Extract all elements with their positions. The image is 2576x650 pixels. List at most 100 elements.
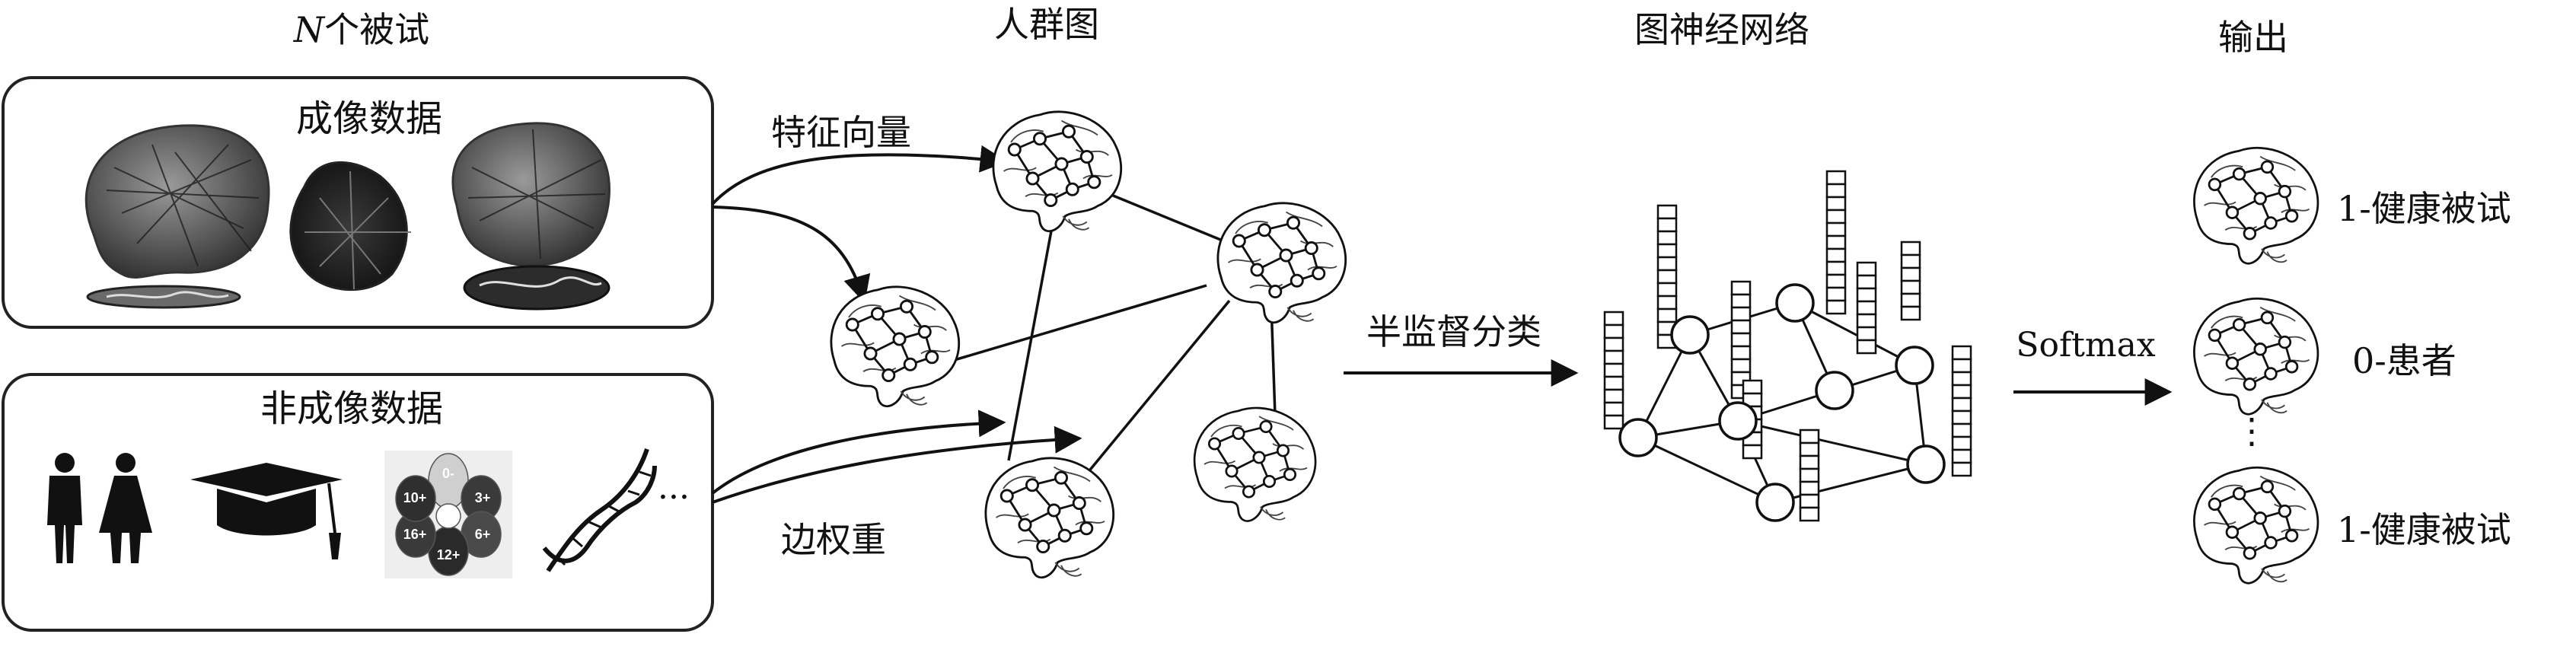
feature-cell: [1730, 306, 1752, 322]
pop-edge-3: [936, 284, 1207, 367]
feature-cell: [1951, 409, 1972, 425]
feature-cell: [1900, 305, 1921, 321]
feature-cell: [1856, 339, 1877, 355]
brain-render-side-left: [84, 124, 270, 309]
output-brain-2: [2193, 297, 2319, 416]
feature-cell: [1825, 299, 1847, 315]
feature-cell: [1900, 266, 1921, 282]
feature-cell: [1603, 414, 1624, 430]
feature-cell: [1825, 234, 1847, 250]
feature-cell: [1603, 336, 1624, 352]
feature-cell: [1900, 253, 1921, 269]
age-label-0: 0-: [442, 466, 454, 481]
gnn-node-8: [1906, 444, 1946, 484]
brain-render-top: [289, 161, 411, 292]
feature-bar: [1856, 261, 1877, 355]
age-groups-icon: 0- 3+ 6+ 12+ 16+ 10+: [384, 451, 512, 578]
feature-cell: [1656, 307, 1678, 323]
gnn-node-4: [1775, 283, 1815, 323]
feature-cell: [1900, 279, 1921, 295]
feature-cell: [1856, 261, 1877, 277]
feature-cell: [1603, 375, 1624, 391]
feature-cell: [1656, 269, 1678, 285]
feature-cell: [1951, 358, 1972, 374]
feature-cell: [1730, 345, 1752, 361]
feature-cell: [1799, 480, 1820, 496]
population-node-brain-top: [992, 110, 1123, 233]
output-label-3: 1-健康被试: [2337, 509, 2511, 550]
feature-cell: [1951, 422, 1972, 438]
feature-cell: [1825, 170, 1847, 186]
input-arrows: [711, 145, 1082, 504]
feature-cell: [1656, 295, 1678, 311]
feature-cell: [1742, 444, 1763, 460]
non-imaging-data-box: 非成像数据: [2, 373, 714, 632]
graduation-cap-icon: [190, 463, 343, 559]
arrow-weight-upper: [711, 409, 1006, 495]
feature-cell: [1799, 429, 1820, 444]
feature-cell: [1603, 311, 1624, 327]
feature-cell: [1856, 287, 1877, 303]
arrow-feature-to-node-top: [711, 145, 1008, 206]
feature-cell: [1856, 326, 1877, 342]
feature-cell: [1825, 247, 1847, 263]
feature-bar: [1603, 311, 1624, 430]
age-label-12: 12+: [437, 547, 461, 562]
semi-supervised-label: 半监督分类: [1366, 311, 1541, 352]
feature-cell: [1656, 217, 1678, 233]
feature-cell: [1603, 388, 1624, 404]
arrow-feature-to-node-left: [712, 206, 871, 304]
pop-edge-4: [1068, 299, 1231, 496]
feature-cell: [1730, 319, 1752, 335]
feature-cell: [1951, 435, 1972, 451]
feature-cell: [1825, 209, 1847, 225]
gnn-node-2: [1670, 315, 1710, 355]
feature-cell: [1799, 506, 1820, 522]
age-label-6: 6+: [475, 527, 491, 542]
more-data-ellipsis: ···: [658, 478, 690, 517]
header-population-graph: 人群图: [994, 4, 1099, 45]
header-subjects: N个被试: [293, 9, 429, 50]
feature-cell: [1825, 273, 1847, 289]
feature-cell: [1900, 292, 1921, 308]
feature-cell: [1825, 286, 1847, 302]
output-vdots: ⋮: [2234, 410, 2269, 451]
feature-cell: [1799, 454, 1820, 470]
feature-vector-label: 特征向量: [771, 112, 911, 153]
feature-cell: [1603, 401, 1624, 417]
population-node-brain-right: [1216, 202, 1347, 324]
gender-icon: [47, 453, 152, 563]
feature-cell: [1951, 448, 1972, 464]
feature-cell: [1825, 221, 1847, 237]
feature-cell: [1656, 243, 1678, 259]
feature-cell: [1656, 282, 1678, 298]
feature-cell: [1603, 323, 1624, 339]
age-label-10: 10+: [403, 490, 427, 505]
feature-cell: [1951, 384, 1972, 400]
feature-cell: [1799, 467, 1820, 483]
feature-cell: [1799, 441, 1820, 457]
feature-cell: [1730, 332, 1752, 348]
population-node-brain-bottom: [984, 457, 1115, 579]
feature-bar: [1951, 345, 1972, 477]
pop-edge-2: [1007, 193, 1060, 461]
feature-cell: [1730, 358, 1752, 374]
age-label-16: 16+: [403, 527, 427, 542]
feature-cell: [1799, 493, 1820, 509]
feature-cell: [1856, 300, 1877, 316]
feature-cell: [1656, 256, 1678, 272]
feature-cell: [1603, 362, 1624, 378]
population-graph: [830, 110, 1347, 579]
population-node-brain-left: [830, 285, 961, 408]
feature-bar: [1825, 170, 1847, 315]
population-node-brain-lower-right: [1193, 406, 1317, 522]
output-brain-3: [2193, 466, 2319, 585]
header-subjects-rest: 个被试: [324, 9, 429, 50]
brain-render-side-right: [451, 122, 611, 311]
feature-cell: [1856, 274, 1877, 290]
edge-weight-label: 边权重: [781, 519, 886, 560]
header-output: 输出: [2218, 17, 2288, 58]
feature-cell: [1951, 371, 1972, 387]
output-label-1: 1-健康被试: [2337, 188, 2511, 229]
